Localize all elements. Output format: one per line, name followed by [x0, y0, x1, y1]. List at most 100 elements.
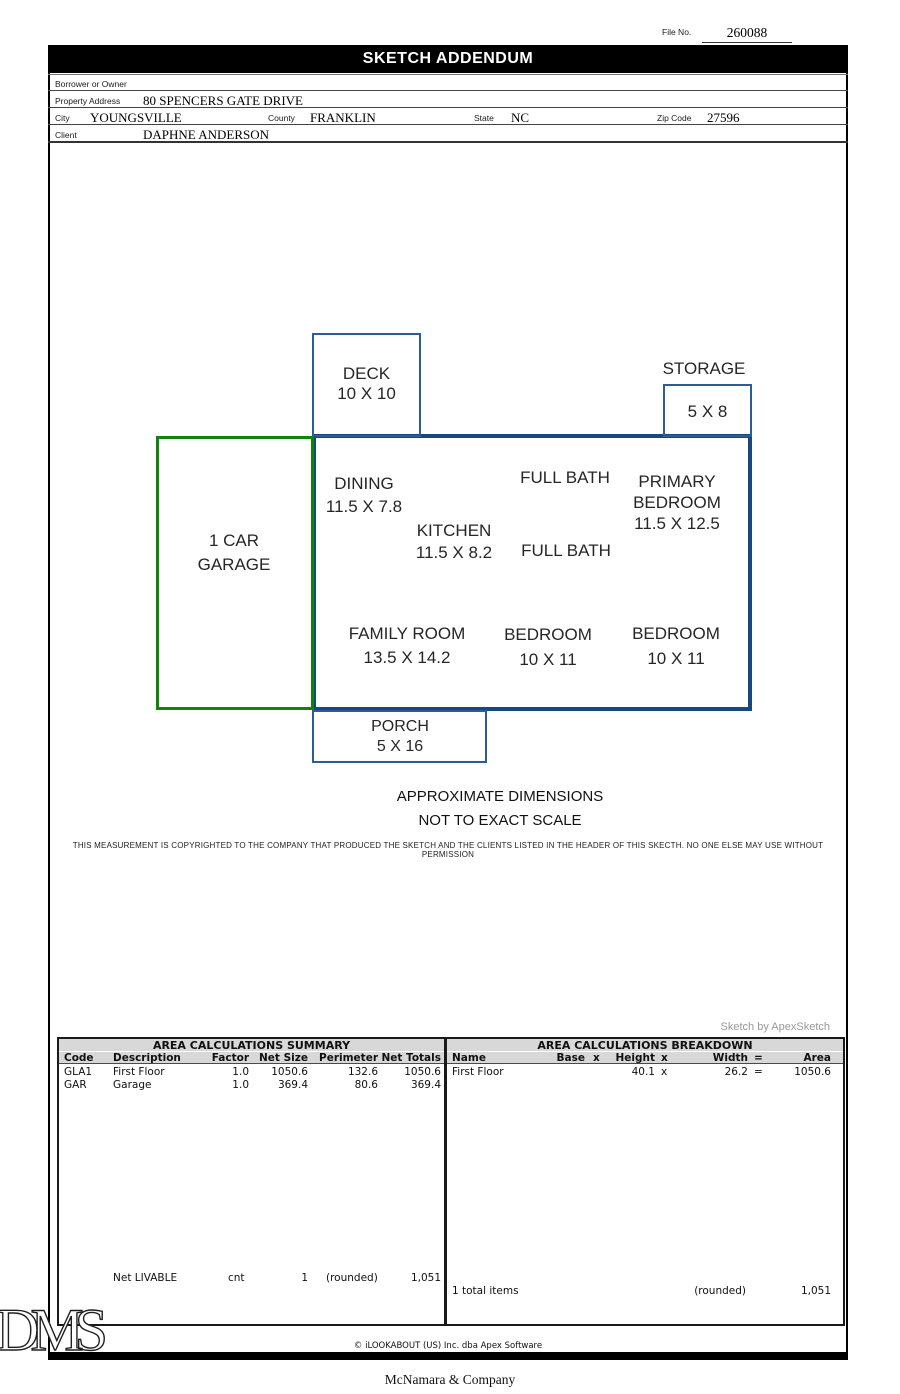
cell-factor: 1.0 — [232, 1066, 249, 1078]
form-row-borrower — [48, 74, 848, 91]
cell-perimeter: 132.6 — [347, 1066, 378, 1078]
breakdown-col-base: Base — [556, 1052, 585, 1064]
dimensions-note-line2: NOT TO EXACT SCALE — [418, 812, 582, 829]
form-row-city — [48, 108, 848, 125]
state-value: NC — [511, 110, 530, 125]
measurement-copyright-notice: THIS MEASUREMENT IS COPYRIGHTED TO THE C… — [72, 841, 824, 859]
breakdown-col-name: Name — [452, 1052, 486, 1064]
form-row-address — [48, 91, 848, 108]
cell-net-size: 369.4 — [277, 1079, 308, 1091]
storage-outline — [663, 384, 752, 437]
dms-watermark: DMS — [0, 1297, 109, 1363]
net-livable-label: Net LIVABLE — [113, 1272, 178, 1284]
cell-height: 40.1 — [631, 1066, 655, 1078]
room-dims: 10 X 11 — [647, 649, 705, 668]
cell-description: First Floor — [113, 1066, 165, 1078]
city-value: YOUNGSVILLE — [90, 110, 182, 125]
room-name: DINING — [334, 474, 394, 493]
summary-col-net-totals: Net Totals — [381, 1052, 441, 1064]
software-credit: © iLOOKABOUT (US) Inc. dba Apex Software — [353, 1341, 543, 1351]
cell-name: First Floor — [452, 1066, 504, 1078]
total-items-total: 1,051 — [800, 1285, 831, 1297]
room-dims: 11.5 X 8.2 — [415, 543, 493, 562]
summary-table-title: AREA CALCULATIONS SUMMARY — [152, 1039, 351, 1052]
cell-eq: = — [754, 1066, 763, 1078]
room-name: 1 CAR GARAGE — [197, 531, 271, 574]
breakdown-band-separator — [447, 1051, 843, 1052]
room-name: FAMILY ROOM — [348, 624, 466, 643]
net-livable-unit: cnt — [228, 1272, 245, 1284]
room-label-primary-bedroom: PRIMARY BEDROOM 11.5 X 12.5 — [612, 471, 742, 534]
room-label-porch: PORCH 5 X 16 — [312, 717, 488, 757]
file-no-value: 260088 — [726, 25, 768, 40]
room-dims: 13.5 X 14.2 — [363, 648, 451, 667]
room-dims: 10 X 11 — [519, 650, 577, 669]
zip-label: Zip Code — [657, 113, 692, 123]
room-label-garage: 1 CAR GARAGE — [174, 529, 294, 577]
breakdown-col-height: Height — [615, 1052, 655, 1064]
room-dims: 5 X 8 — [687, 402, 728, 421]
room-name: STORAGE — [662, 359, 746, 378]
room-name: BEDROOM — [632, 624, 720, 643]
sketch-credit: Sketch by ApexSketch — [720, 1021, 830, 1033]
form-row-client — [48, 125, 848, 143]
county-label: County — [268, 113, 295, 123]
cell-net-totals: 369.4 — [410, 1079, 441, 1091]
breakdown-col-x2: x — [661, 1052, 668, 1064]
client-value: DAPHNE ANDERSON — [143, 127, 270, 142]
property-address-label: Property Address — [55, 96, 121, 106]
summary-band-separator — [59, 1051, 444, 1052]
room-name: KITCHEN — [416, 521, 492, 540]
main-floor-outline — [312, 434, 752, 711]
room-label-bedroom-2: BEDROOM 10 X 11 — [616, 621, 736, 671]
cell-net-size: 1050.6 — [271, 1066, 308, 1078]
room-label-full-bath-1: FULL BATH — [505, 468, 625, 488]
cell-x: x — [661, 1066, 668, 1078]
breakdown-col-width: Width — [712, 1052, 748, 1064]
summary-col-description: Description — [113, 1052, 181, 1064]
net-livable-count: 1 — [301, 1272, 308, 1284]
summary-col-code: Code — [64, 1052, 94, 1064]
room-label-full-bath-2: FULL BATH — [506, 541, 626, 561]
zip-value: 27596 — [707, 110, 740, 125]
cell-perimeter: 80.6 — [354, 1079, 378, 1091]
breakdown-col-eq: = — [754, 1052, 763, 1064]
room-name: PRIMARY BEDROOM — [633, 472, 721, 512]
breakdown-col-area: Area — [803, 1052, 831, 1064]
cell-width: 26.2 — [724, 1066, 748, 1078]
room-dims: 11.5 X 12.5 — [634, 514, 720, 533]
rounded-label: (rounded) — [694, 1285, 746, 1297]
file-no-label: File No. — [662, 27, 692, 37]
room-label-storage: STORAGE — [644, 359, 764, 379]
rounded-label: (rounded) — [326, 1272, 378, 1284]
table-divider — [444, 1037, 447, 1326]
room-dims: 10 X 10 — [337, 384, 396, 403]
county-value: FRANKLIN — [310, 110, 376, 125]
cell-code: GLA1 — [64, 1066, 93, 1078]
client-label: Client — [55, 130, 77, 140]
room-name: DECK — [342, 364, 391, 383]
room-dims: 11.5 X 7.8 — [325, 497, 403, 516]
cell-description: Garage — [113, 1079, 152, 1091]
borrower-label: Borrower or Owner — [55, 79, 127, 89]
room-label-deck: DECK 10 X 10 — [312, 364, 421, 404]
room-name: FULL BATH — [520, 468, 610, 487]
breakdown-table-title: AREA CALCULATIONS BREAKDOWN — [537, 1039, 753, 1052]
cell-net-totals: 1050.6 — [404, 1066, 441, 1078]
porch-outline — [312, 710, 487, 763]
summary-col-net-size: Net Size — [259, 1052, 308, 1064]
area-calculations-frame — [57, 1037, 845, 1326]
summary-col-perimeter: Perimeter — [319, 1052, 378, 1064]
net-livable-total: 1,051 — [410, 1272, 441, 1284]
room-label-dining: DINING 11.5 X 7.8 — [299, 472, 429, 518]
garage-outline — [156, 436, 314, 710]
document-frame — [48, 45, 848, 1360]
cell-code: GAR — [64, 1079, 87, 1091]
city-label: City — [55, 113, 70, 123]
room-label-bedroom-1: BEDROOM 10 X 11 — [488, 622, 608, 672]
summary-col-factor: Factor — [211, 1052, 249, 1064]
room-label-kitchen: KITCHEN 11.5 X 8.2 — [389, 520, 519, 564]
cell-area: 1050.6 — [794, 1066, 831, 1078]
breakdown-col-x1: x — [593, 1052, 600, 1064]
